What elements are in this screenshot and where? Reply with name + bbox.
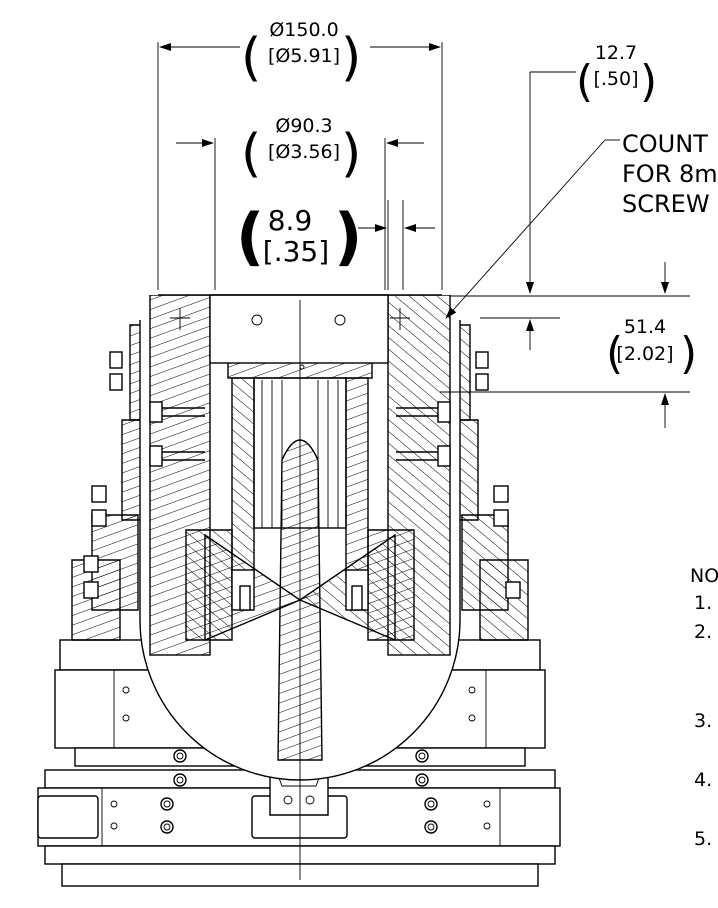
dim-bore-diameter: ( ) Ø90.3 [Ø3.56] — [176, 115, 424, 290]
dim-bore-mm: Ø90.3 — [275, 115, 332, 137]
notes-heading: NO — [690, 565, 718, 587]
right-side-rings — [449, 324, 529, 641]
dim-depth: ( ) 51.4 [2.02] — [440, 262, 697, 428]
note-item-4: 4. — [694, 769, 712, 791]
dim-outer-mm: Ø150.0 — [269, 19, 338, 41]
svg-text:): ) — [341, 124, 361, 184]
dim-top-mm: 12.7 — [595, 42, 637, 64]
notes-list: NO 1. 2. 3. 4. 5. — [690, 565, 718, 850]
dim-wall-gap: ( ) 8.9 [.35] — [236, 200, 435, 290]
note-item-3: 3. — [694, 710, 712, 732]
dim-top-offset: ( ) 12.7 [.50] — [450, 42, 690, 350]
dim-top-inch: [.50] — [593, 68, 638, 90]
dim-gap-inch: [.35] — [263, 235, 329, 268]
dim-bore-inch: [Ø3.56] — [268, 141, 340, 163]
dim-depth-mm: 51.4 — [624, 316, 666, 338]
svg-text:): ) — [640, 56, 657, 107]
svg-text:(: ( — [241, 124, 261, 184]
dim-depth-inch: [2.02] — [616, 343, 673, 365]
svg-text:(: ( — [576, 56, 593, 107]
dim-outer-diameter: ( ) Ø150.0 [Ø5.91] — [157, 19, 443, 290]
svg-text:(: ( — [606, 328, 623, 379]
note-item-2: 2. — [694, 621, 712, 643]
svg-text:(: ( — [236, 200, 264, 273]
svg-text:): ) — [680, 328, 697, 379]
countersink-callout: COUNT FOR 8m SCREW — [445, 130, 718, 319]
note-item-1: 1. — [694, 592, 712, 614]
callout-line-1: COUNT — [622, 130, 708, 158]
dim-outer-inch: [Ø5.91] — [268, 45, 340, 67]
svg-text:): ) — [341, 28, 361, 88]
svg-text:(: ( — [241, 28, 261, 88]
dim-gap-mm: 8.9 — [268, 204, 313, 237]
callout-line-3: SCREW — [622, 190, 710, 218]
svg-text:): ) — [334, 200, 362, 273]
left-side-rings — [71, 324, 151, 641]
callout-line-2: FOR 8m — [622, 160, 718, 188]
note-item-5: 5. — [694, 828, 712, 850]
